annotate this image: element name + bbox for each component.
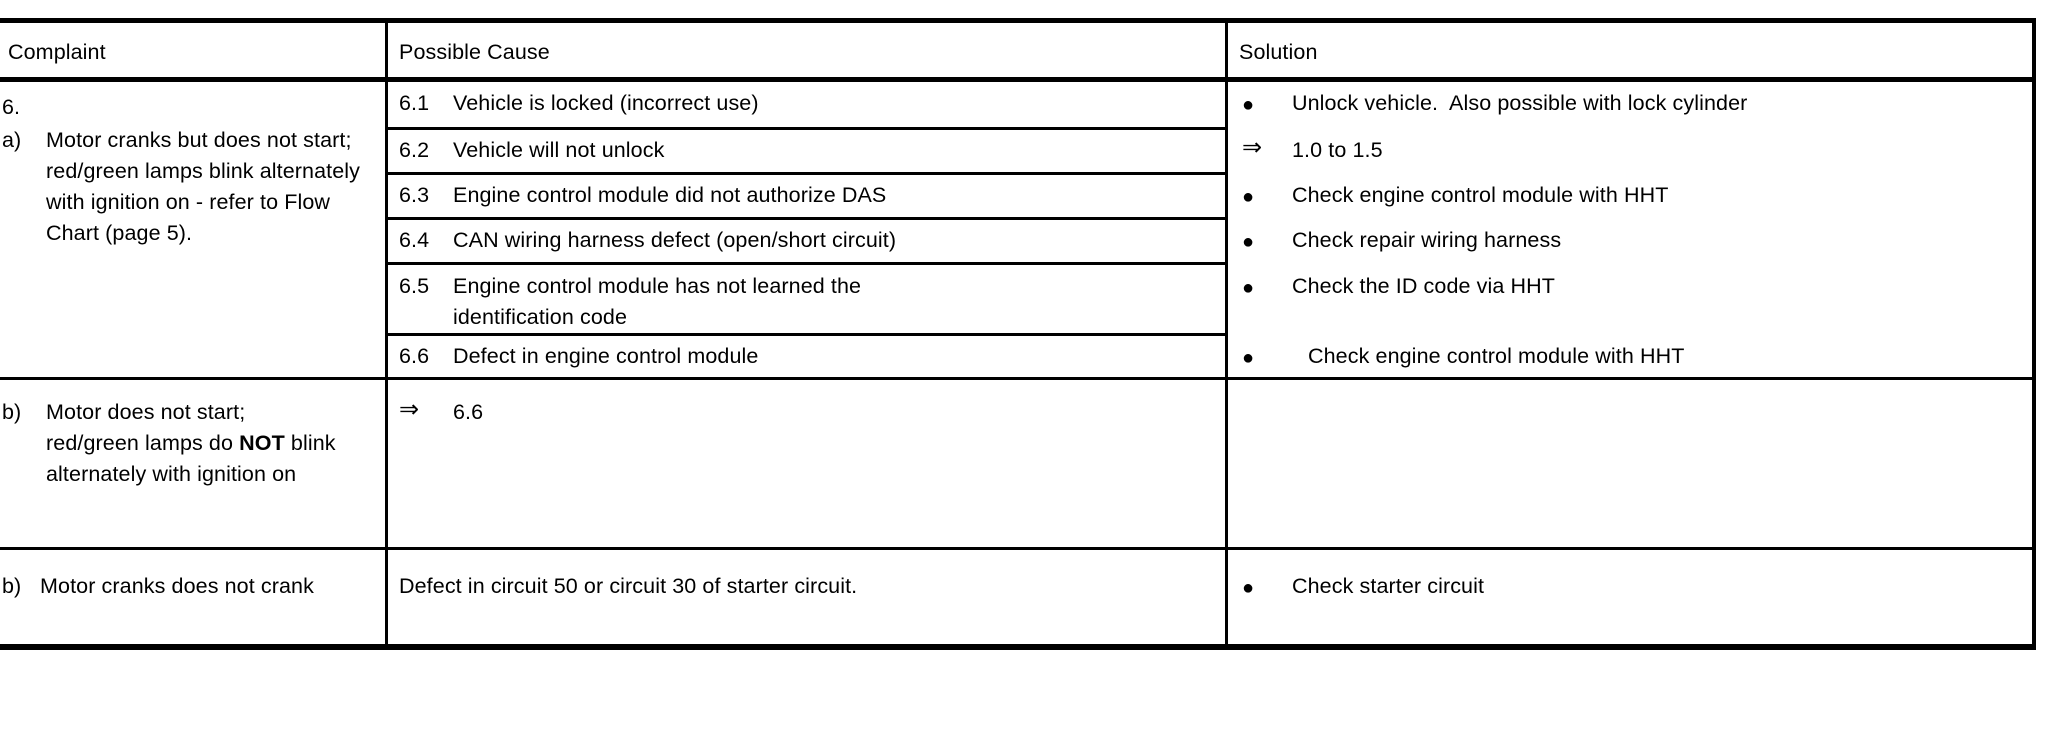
cause-rule-1: [385, 127, 1228, 130]
cause-cell-6-5: 6.5 Engine control module has not learne…: [385, 265, 1225, 333]
cause-cell-6-4: 6.4 CAN wiring harness defect (open/shor…: [385, 220, 1225, 262]
cause-text-6-1: Vehicle is locked (incorrect use): [453, 91, 759, 115]
solution-cell-7-empty: [1228, 380, 2032, 547]
solution-cell-2: ⇒ 1.0 to 1.5: [1228, 130, 2032, 172]
complaint-text-b1-part1: Motor does not start; red/green lamps do: [46, 400, 246, 455]
cause-text-starter: Defect in circuit 50 or circuit 30 of st…: [399, 574, 858, 598]
cause-rule-2: [385, 172, 1228, 175]
solution-bullet-icon-5: ●: [1242, 277, 1255, 299]
cause-id-6-2: 6.2: [399, 138, 430, 162]
solution-text-3: Check engine control module with HHT: [1292, 183, 1669, 207]
troubleshooting-table: Complaint Possible Cause Solution 6. a) …: [0, 18, 2036, 650]
cause-id-6-5: 6.5: [399, 274, 430, 298]
solution-text-5: Check the ID code via HHT: [1292, 274, 1555, 298]
cause-cell-6-2: 6.2 Vehicle will not unlock: [385, 130, 1225, 172]
solution-bullet-icon-1: ●: [1242, 94, 1255, 116]
complaint-text-a: Motor cranks but does not start; red/gre…: [46, 128, 361, 245]
cause-rule-5: [385, 333, 1228, 336]
cause-cell-starter: Defect in circuit 50 or circuit 30 of st…: [385, 550, 1225, 650]
cause-id-6-3: 6.3: [399, 183, 430, 207]
cause-text-6-2: Vehicle will not unlock: [453, 138, 665, 162]
column-divider-cause-solution: [1225, 23, 1228, 650]
solution-bullet-icon-8: ●: [1242, 577, 1255, 599]
cause-text-6-6: Defect in engine control module: [453, 344, 759, 368]
cause-rule-6: [385, 377, 2032, 380]
cause-text-6-3: Engine control module did not authorize …: [453, 183, 887, 207]
complaint-text-b1-bold: NOT: [239, 431, 285, 455]
solution-bullet-icon-4: ●: [1242, 231, 1255, 253]
solution-text-1: Unlock vehicle. Also possible with lock …: [1292, 91, 1748, 115]
header-possible-cause: Possible Cause: [385, 23, 1225, 77]
cause-cell-6-3: 6.3 Engine control module did not author…: [385, 175, 1225, 217]
solution-cell-1: ● Unlock vehicle. Also possible with loc…: [1228, 82, 2032, 127]
cause-text-6-5: Engine control module has not learned th…: [453, 274, 862, 329]
solution-cell-8: ● Check starter circuit: [1228, 550, 2032, 650]
cause-text-6-4: CAN wiring harness defect (open/short ci…: [453, 228, 897, 252]
cause-text-ref: 6.6: [453, 400, 484, 424]
cause-rule-7: [385, 547, 2032, 550]
solution-arrow-icon-2: ⇒: [1242, 134, 1263, 161]
cause-id-6-4: 6.4: [399, 228, 430, 252]
header-solution: Solution: [1225, 23, 2032, 77]
cause-cell-6-1: 6.1 Vehicle is locked (incorrect use): [385, 82, 1225, 127]
header-possible-cause-label: Possible Cause: [399, 40, 550, 64]
cause-cell-6-6: 6.6 Defect in engine control module: [385, 336, 1225, 377]
complaint-cell-b2: b) Motor cranks does not crank: [0, 550, 385, 650]
solution-cell-3: ● Check engine control module with HHT: [1228, 175, 2032, 217]
solution-text-4: Check repair wiring harness: [1292, 228, 1562, 252]
cause-arrow-icon: ⇒: [399, 396, 420, 423]
cause-rule-3: [385, 217, 1228, 220]
solution-cell-6: ● Check engine control module with HHT: [1228, 336, 2032, 377]
complaint-text-b1: Motor does not start; red/green lamps do…: [46, 397, 381, 490]
header-complaint: Complaint: [0, 23, 385, 77]
solution-bullet-icon-3: ●: [1242, 186, 1255, 208]
cause-id-6-1: 6.1: [399, 91, 430, 115]
complaint-text-b1-part2: blink alternately with ignition on: [46, 431, 336, 486]
solution-text-6: Check engine control module with HHT: [1308, 344, 1685, 368]
solution-cell-4: ● Check repair wiring harness: [1228, 220, 2032, 262]
complaint-number: 6.: [2, 95, 21, 119]
solution-cell-5: ● Check the ID code via HHT: [1228, 265, 2032, 333]
cause-rule-4: [385, 262, 1228, 265]
complaint-text-b2: Motor cranks does not crank: [40, 574, 314, 598]
header-bottom-rule: [0, 77, 2032, 82]
cause-cell-ref: ⇒ 6.6: [385, 380, 1225, 547]
cause-id-6-6: 6.6: [399, 344, 430, 368]
complaint-marker-b1: b): [2, 400, 22, 424]
solution-text-8: Check starter circuit: [1292, 574, 1485, 598]
complaint-marker-b2: b): [2, 574, 22, 598]
header-solution-label: Solution: [1239, 40, 1318, 64]
complaint-rule-a-b: [0, 377, 385, 380]
solution-bullet-icon-6: ●: [1242, 347, 1255, 369]
header-complaint-label: Complaint: [8, 40, 106, 64]
complaint-cell-a: 6. a) Motor cranks but does not start; r…: [0, 82, 385, 377]
column-divider-complaint-cause: [385, 23, 388, 650]
solution-text-2: 1.0 to 1.5: [1292, 138, 1383, 162]
complaint-cell-b1: b) Motor does not start; red/green lamps…: [0, 380, 385, 547]
complaint-rule-b1-b2: [0, 547, 385, 550]
complaint-marker-a: a): [2, 128, 22, 152]
